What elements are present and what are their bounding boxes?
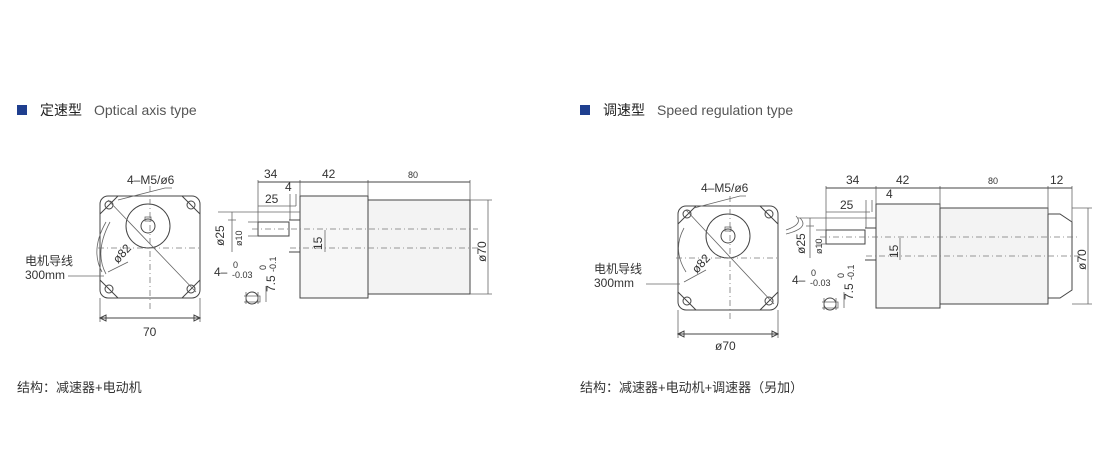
side-view — [218, 180, 492, 305]
front-view — [646, 195, 804, 338]
body-dia-70: ø70 — [475, 241, 489, 262]
optical-axis-panel: 定速型 Optical axis type 4–M5/ø6 — [17, 100, 492, 395]
key-width-tol-up: 0 — [811, 268, 816, 278]
dim-42: 42 — [322, 167, 336, 181]
width-label: ø70 — [715, 339, 736, 353]
heading-zh: 调速型 — [603, 102, 645, 118]
lead-label: 电机导线 — [594, 262, 642, 276]
structure-caption: 结构：减速器+电动机+调速器（另加） — [580, 380, 804, 395]
speed-regulation-panel: 调速型 Speed regulation type — [560, 0, 1120, 468]
dim-4: 4 — [886, 187, 893, 201]
dim-80: 80 — [408, 170, 418, 180]
pcd-label: ø82 — [110, 241, 134, 266]
dim-15: 15 — [887, 244, 901, 258]
motor-drawing: 4–M5/ø6 ø82 电机导线 300mm ø70 — [594, 173, 1092, 353]
dim-34: 34 — [264, 167, 278, 181]
dim-42: 42 — [896, 173, 910, 187]
dim-12: 12 — [1050, 173, 1064, 187]
key-width-label: 4– — [214, 265, 228, 279]
lead-length-label: 300mm — [594, 276, 634, 290]
square-bullet-icon — [580, 105, 590, 115]
key-height-label: 7.5 — [842, 283, 856, 300]
lead-label: 电机导线 — [25, 254, 73, 268]
shaft-dia-25: ø25 — [794, 233, 808, 254]
shaft-dia-25: ø25 — [213, 225, 227, 246]
front-view — [68, 186, 202, 322]
shaft-dia-10: ø10 — [234, 230, 244, 246]
key-width-label: 4– — [792, 273, 806, 287]
shaft-dia-10: ø10 — [814, 238, 824, 254]
dim-4: 4 — [285, 180, 292, 194]
heading-zh: 定速型 — [40, 102, 82, 118]
heading-en: Speed regulation type — [657, 102, 794, 118]
key-height-tol-up: 0 — [258, 265, 268, 270]
bolt-label: 4–M5/ø6 — [701, 181, 749, 195]
key-width-tol-up: 0 — [233, 260, 238, 270]
square-bullet-icon — [17, 105, 27, 115]
motor-drawing: 4–M5/ø6 ø82 电机导线 300mm 70 34 — [25, 167, 492, 339]
dim-34: 34 — [846, 173, 860, 187]
section-heading: 定速型 Optical axis type — [17, 100, 197, 120]
key-height-label: 7.5 — [264, 275, 278, 292]
section-heading: 调速型 Speed regulation type — [580, 100, 793, 120]
body-dia-70: ø70 — [1075, 249, 1089, 270]
bolt-label: 4–M5/ø6 — [127, 173, 175, 187]
dim-15: 15 — [311, 236, 325, 250]
lead-length-label: 300mm — [25, 268, 65, 282]
dim-25: 25 — [840, 198, 854, 212]
dim-80: 80 — [988, 176, 998, 186]
heading-en: Optical axis type — [94, 102, 197, 118]
structure-caption: 结构：减速器+电动机 — [17, 380, 142, 395]
width-label: 70 — [143, 325, 157, 339]
side-view — [798, 186, 1092, 311]
key-height-tol-down: -0.1 — [846, 264, 856, 280]
key-width-tol-down: -0.03 — [232, 270, 253, 280]
key-height-tol-down: -0.1 — [268, 256, 278, 272]
key-height-tol-up: 0 — [836, 273, 846, 278]
pcd-label: ø82 — [689, 251, 713, 276]
key-width-tol-down: -0.03 — [810, 278, 831, 288]
dim-25: 25 — [265, 192, 279, 206]
